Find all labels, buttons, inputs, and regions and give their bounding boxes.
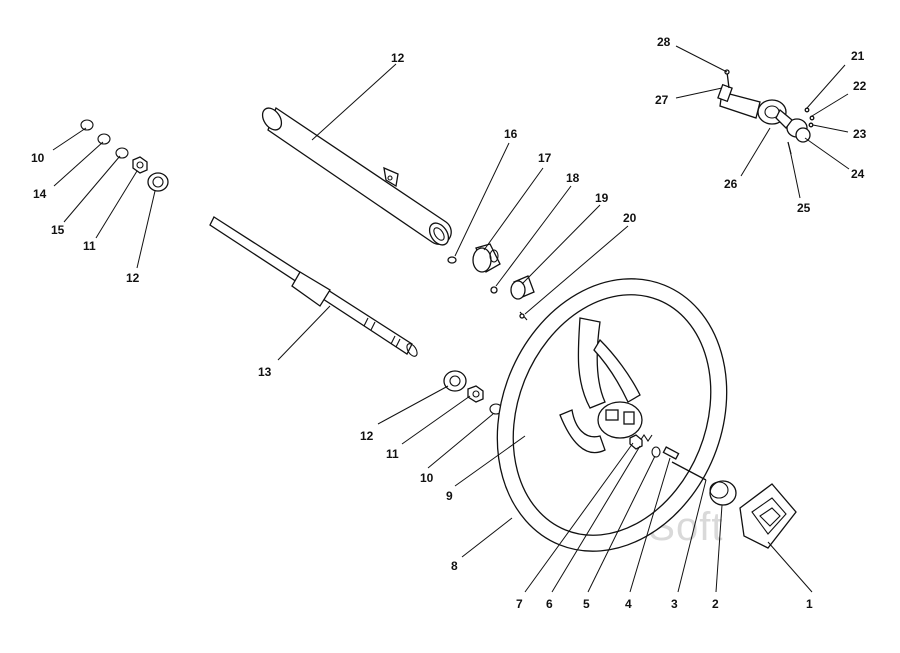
callout-14-b: 15 — [51, 223, 65, 237]
callout-2: 2 — [712, 597, 719, 611]
callout-10-center: 10 — [420, 471, 434, 485]
callout-23: 23 — [853, 127, 867, 141]
callout-11-center: 11 — [386, 447, 399, 461]
part-14-washer-b — [115, 147, 129, 159]
part-10-snap-ring-left — [80, 119, 94, 131]
callout-22: 22 — [853, 79, 867, 93]
part-26-universal-joint — [719, 91, 808, 138]
part-1-horn-pad — [739, 483, 797, 549]
part-12-bushing-left — [147, 172, 169, 192]
callout-24: 24 — [851, 167, 865, 181]
part-19-bushing — [510, 275, 535, 300]
callout-labels: 12 10 14 15 11 12 13 16 17 18 19 20 12 1… — [31, 35, 867, 611]
part-28-bolt — [724, 69, 730, 89]
callout-1: 1 — [806, 597, 813, 611]
callout-5: 5 — [583, 597, 590, 611]
part-13-steering-shaft — [209, 216, 418, 357]
callout-28: 28 — [657, 35, 671, 49]
callout-8: 8 — [451, 559, 458, 573]
callout-18: 18 — [566, 171, 580, 185]
callout-16: 16 — [504, 127, 518, 141]
callout-20: 20 — [623, 211, 637, 225]
callout-13: 13 — [258, 365, 272, 379]
callout-12-center: 12 — [360, 429, 374, 443]
part-21-pin — [804, 107, 810, 113]
callout-6: 6 — [546, 597, 553, 611]
part-16-pin — [447, 256, 457, 264]
callout-26: 26 — [724, 177, 738, 191]
part-18-ball — [490, 286, 498, 294]
part-2-cap — [709, 480, 737, 506]
callout-10-left: 10 — [31, 151, 45, 165]
part-11-nut-center — [467, 385, 484, 403]
part-15-column-tube — [261, 106, 452, 246]
callout-9: 9 — [446, 489, 453, 503]
callout-19: 19 — [595, 191, 609, 205]
part-11-nut-left — [132, 156, 148, 174]
callout-4: 4 — [625, 597, 632, 611]
part-20-screw — [519, 311, 528, 321]
part-8-steering-wheel — [496, 278, 728, 552]
part-27-yoke — [717, 83, 733, 103]
part-14-washer-a — [97, 133, 111, 145]
part-3-rod — [671, 461, 707, 481]
callout-25: 25 — [797, 201, 811, 215]
part-6-nut — [629, 434, 643, 450]
callout-27: 27 — [655, 93, 669, 107]
part-5-washer — [651, 446, 661, 458]
callout-21: 21 — [851, 49, 865, 63]
part-12-bushing-center — [443, 370, 467, 392]
callout-17: 17 — [538, 151, 552, 165]
callout-15: 12 — [391, 51, 405, 65]
callout-3: 3 — [671, 597, 678, 611]
part-23-pin — [808, 122, 814, 128]
callout-12-left: 12 — [126, 271, 140, 285]
part-17-collar — [472, 243, 501, 273]
part-22-pin — [809, 115, 815, 121]
part-4-clip — [662, 446, 680, 460]
callout-14-a: 14 — [33, 187, 47, 201]
callout-11-left: 11 — [83, 239, 96, 253]
callout-7: 7 — [516, 597, 523, 611]
leader-lines — [52, 45, 850, 593]
